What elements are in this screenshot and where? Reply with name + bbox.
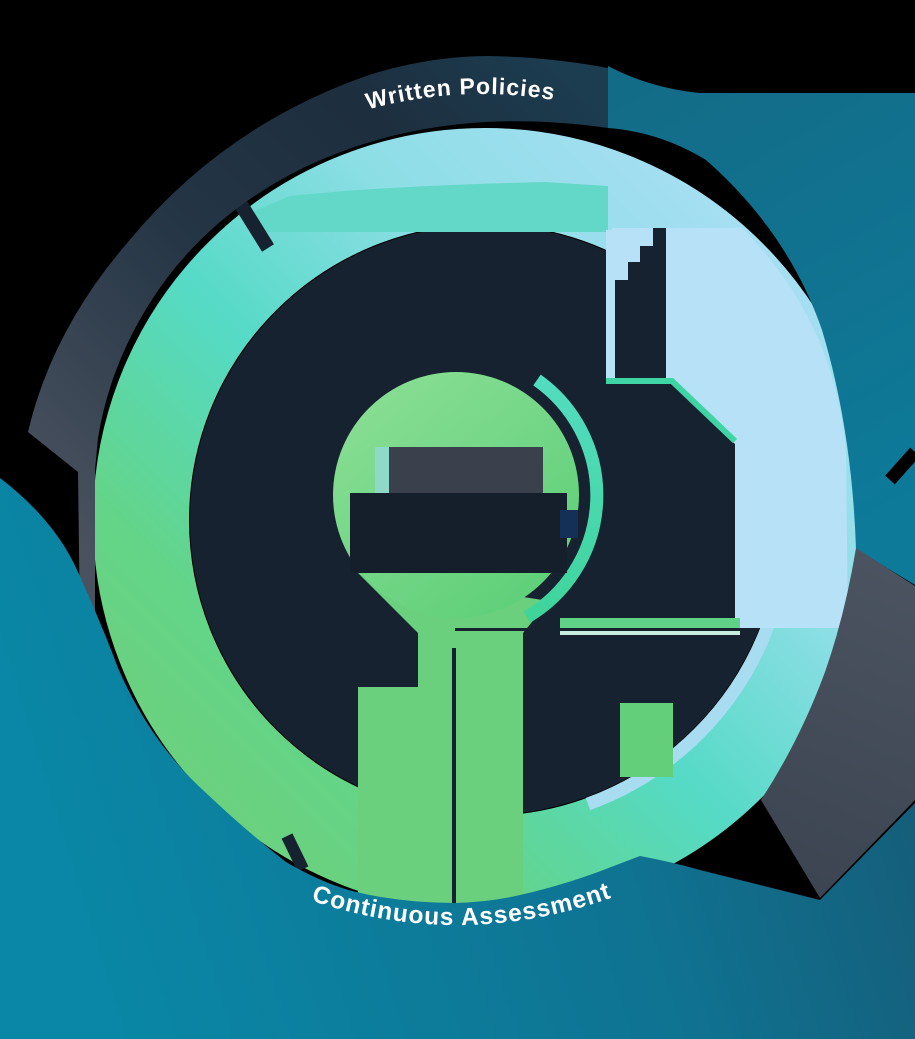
baseline-seam [455,628,740,631]
center-label-accent-strip [375,447,389,493]
center-circle-rim [523,374,604,623]
center-label-block-blue [560,510,578,538]
document-base-band [560,618,740,631]
center-label-block-bottom [350,493,567,573]
document-edge-highlight [606,378,738,444]
center-label-block-top [389,447,543,493]
slate-wedge [761,548,915,898]
rooftop-surface [252,182,608,232]
outer-arc-bottom [0,478,915,1039]
ring-inner-stripe [585,620,776,811]
document-shape [606,384,735,620]
green-block [620,703,673,777]
outer-arc-written-policies [28,56,608,628]
arc-gap-notch-right [885,447,915,485]
outer-arc-right [608,66,915,585]
document-base-line [560,631,740,635]
ring-gap-notch-bottom [281,833,309,872]
road-divider-line [452,648,456,906]
